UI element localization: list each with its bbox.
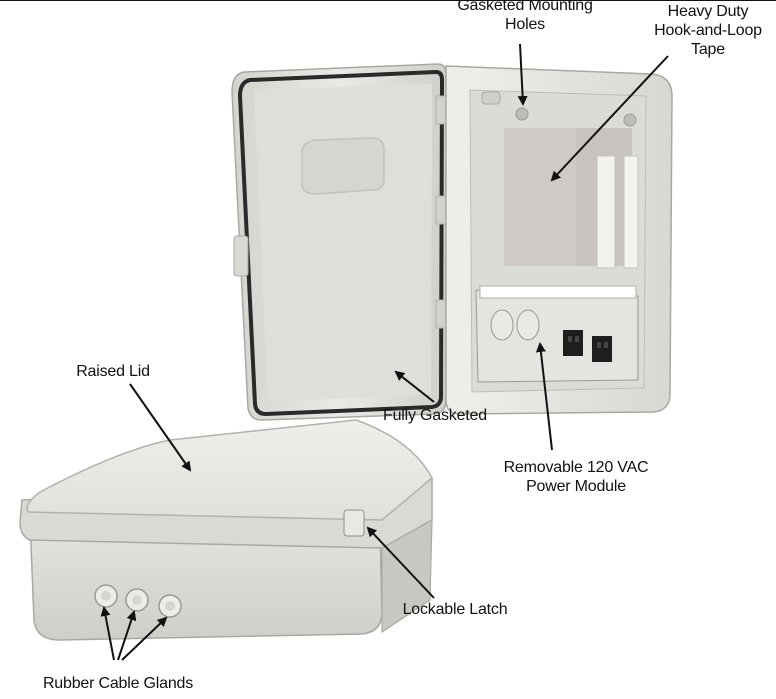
callout-arrows <box>100 43 669 661</box>
closed-enclosure <box>19 419 433 641</box>
callout-gasketed-mounting-holes: Gasketed Mounting Holes <box>457 0 593 33</box>
arrow-raised-lid <box>129 383 192 472</box>
callout-rubber-cable-glands: Rubber Cable Glands <box>42 675 194 692</box>
top-border-line <box>0 0 776 1</box>
arrow-gasketed-holes <box>517 43 528 106</box>
callout-lockable-latch: Lockable Latch <box>402 601 508 618</box>
arrow-hook-loop-tape <box>550 55 669 182</box>
arrow-gland-3 <box>121 616 168 661</box>
callout-fully-gasketed: Fully Gasketed <box>383 407 487 424</box>
open-enclosure-lid <box>231 63 447 421</box>
open-enclosure-body <box>445 65 673 415</box>
arrow-gland-1 <box>100 606 115 661</box>
callout-hook-and-loop-tape: Heavy Duty Hook-and-Loop Tape <box>654 3 762 58</box>
callout-power-module: Removable 120 VAC Power Module <box>503 459 649 495</box>
callout-raised-lid: Raised Lid <box>76 363 150 380</box>
arrow-fully-gasketed <box>394 370 435 403</box>
arrow-lockable-latch <box>366 526 435 599</box>
arrow-gland-2 <box>117 610 137 661</box>
arrow-power-module <box>535 342 553 451</box>
